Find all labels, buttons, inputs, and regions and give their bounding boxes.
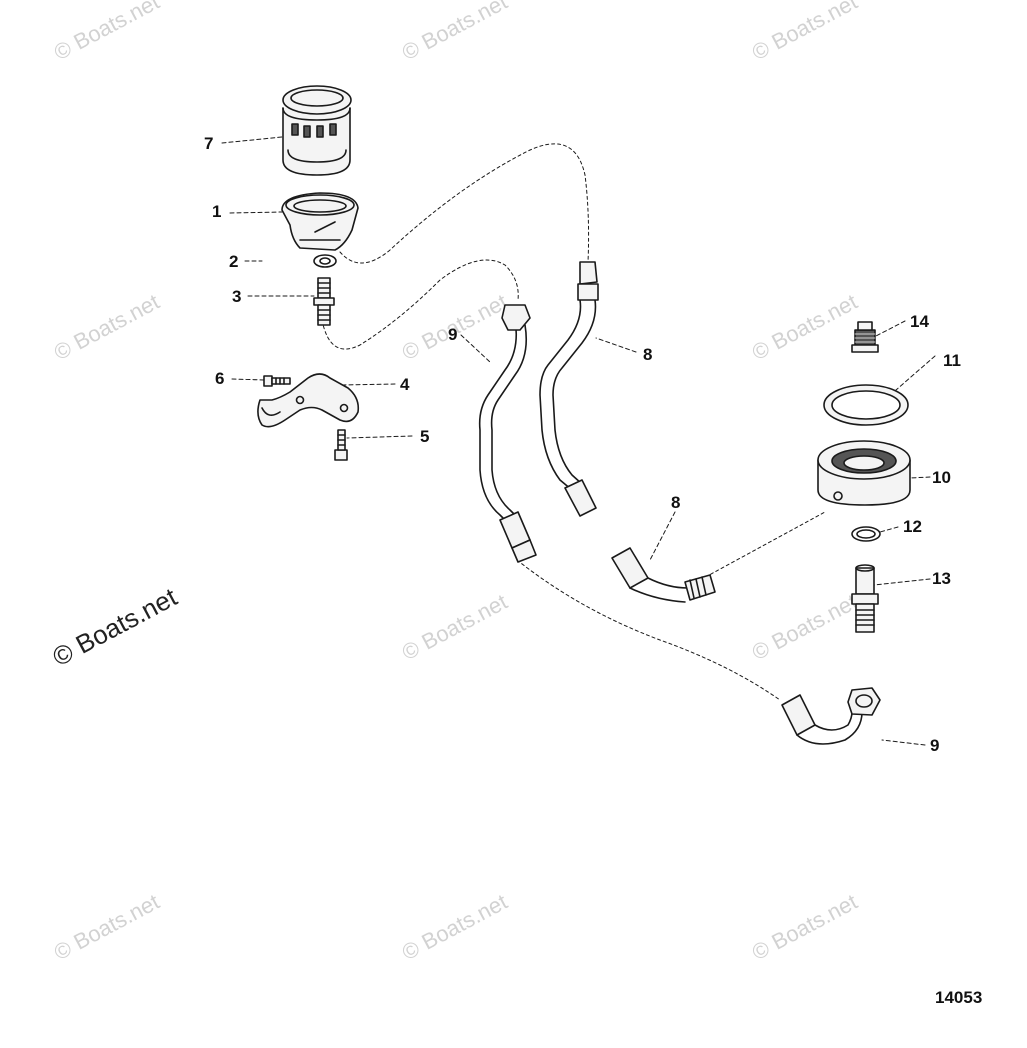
callout-12: 12 xyxy=(903,517,922,536)
callout-6: 6 xyxy=(215,369,225,388)
o-ring-part-12 xyxy=(851,526,881,542)
oil-filter-part-7 xyxy=(282,85,352,176)
bracket-part-4 xyxy=(257,373,360,428)
gasket-part-11 xyxy=(823,384,909,426)
callout-9-lower: 9 xyxy=(930,736,940,755)
callout-1: 1 xyxy=(212,202,222,221)
oil-hose-part-8-lower xyxy=(611,547,716,603)
callout-11: 11 xyxy=(943,351,961,370)
fitting-part-14 xyxy=(851,321,879,353)
callout-8-upper: 8 xyxy=(643,345,653,364)
callout-14: 14 xyxy=(910,312,929,331)
callout-4: 4 xyxy=(400,375,410,394)
leader-lines xyxy=(221,136,936,746)
oil-hose-part-9-lower xyxy=(781,687,881,745)
fitting-part-3 xyxy=(313,277,335,326)
washer-part-2 xyxy=(313,254,337,268)
callout-5: 5 xyxy=(420,427,430,446)
callout-9-upper: 9 xyxy=(448,325,458,344)
callout-7: 7 xyxy=(204,134,214,153)
callout-3: 3 xyxy=(232,287,242,306)
callout-13: 13 xyxy=(932,569,951,588)
screw-part-5 xyxy=(334,429,348,461)
nipple-part-13 xyxy=(851,564,879,633)
screw-part-6 xyxy=(263,375,291,387)
callout-2: 2 xyxy=(229,252,239,271)
oil-hose-part-9-upper xyxy=(478,304,537,563)
callout-10: 10 xyxy=(932,468,951,487)
filter-adapter-part-1 xyxy=(281,192,359,251)
oil-hose-part-8-upper xyxy=(539,261,599,517)
cooler-adapter-part-10 xyxy=(817,440,911,506)
assembly-path-lines xyxy=(321,143,826,701)
figure-number: 14053 xyxy=(935,988,983,1007)
callout-8-lower: 8 xyxy=(671,493,681,512)
